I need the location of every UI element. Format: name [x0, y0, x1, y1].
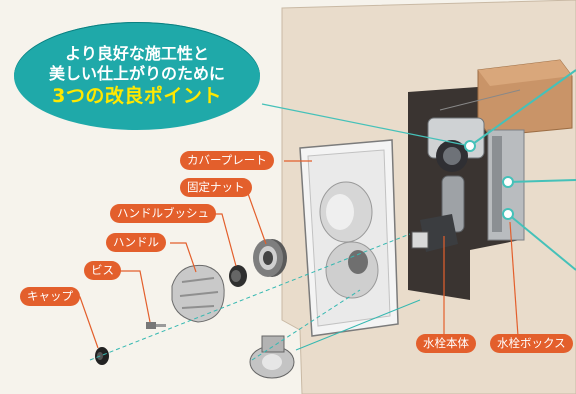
leader-handle	[170, 242, 197, 273]
leader-line-2	[469, 69, 576, 147]
point-marker-1	[464, 140, 476, 152]
cap	[95, 347, 109, 365]
label-screw: ビス	[84, 261, 121, 280]
label-faucet-box: 水栓ボックス	[490, 334, 573, 353]
badge-highlight: 3つの改良ポイント	[52, 85, 222, 107]
leader-faucet-box	[509, 221, 519, 337]
assembly-axis	[89, 233, 411, 361]
point-marker-3	[502, 208, 514, 220]
leader-line-1	[261, 103, 471, 147]
headline-badge: より良好な施工性と 美しい仕上がりのために 3つの改良ポイント	[14, 22, 260, 130]
label-fixing-nut: 固定ナット	[180, 178, 252, 197]
leader-screw	[116, 270, 151, 323]
badge-line-2: 美しい仕上がりのために	[48, 64, 225, 83]
screw	[146, 322, 166, 329]
label-cap: キャップ	[20, 287, 80, 306]
spout	[249, 335, 295, 379]
label-cover-plate: カバープレート	[180, 151, 274, 170]
badge-line-1: より良好な施工性と	[65, 44, 209, 63]
label-faucet-body: 水栓本体	[416, 334, 476, 353]
point-marker-2	[502, 176, 514, 188]
handle	[171, 264, 225, 323]
leader-handle-bush	[208, 213, 237, 267]
label-handle-bush: ハンドルブッシュ	[110, 204, 216, 223]
label-handle: ハンドル	[106, 233, 166, 252]
handle-bush	[229, 265, 247, 287]
leader-line-3	[507, 179, 576, 183]
cover-plate	[299, 139, 399, 337]
leader-line-4	[507, 213, 576, 271]
fixing-nut	[253, 239, 287, 277]
